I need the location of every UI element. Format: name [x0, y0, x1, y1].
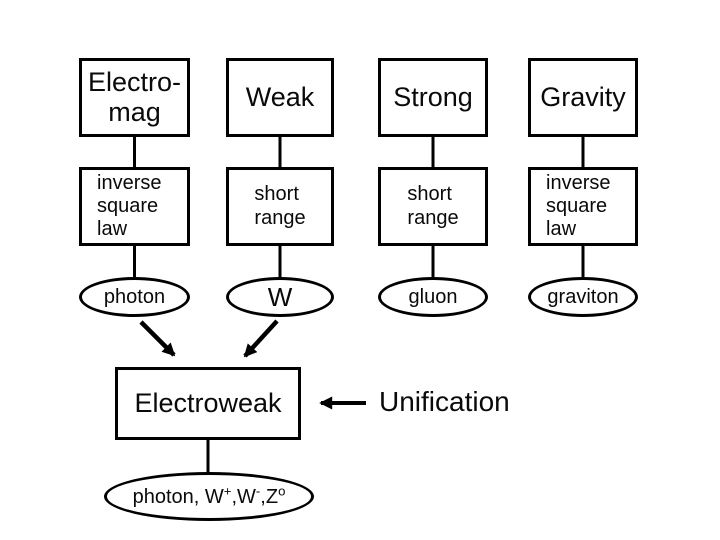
electroweak-carriers-label: photon, W+,W-,Zo	[132, 484, 286, 508]
w-to-electroweak-arrow-icon	[243, 319, 279, 358]
force-box-gravity: Gravity	[528, 58, 638, 137]
label-line: Weak	[245, 81, 315, 112]
force-box-strong: Strong	[378, 58, 488, 137]
label-line: law	[97, 218, 128, 241]
force-box-gravity-label: Gravity	[540, 81, 626, 113]
property-box-electromag: inverse square law	[79, 167, 190, 246]
label-line: square	[97, 194, 159, 217]
label-line: Gravity	[540, 81, 626, 112]
property-box-gravity-label: inverse square law	[546, 172, 610, 242]
property-box-strong-label: short range	[407, 183, 458, 229]
force-box-weak-label: Weak	[245, 81, 315, 113]
carrier-ellipse-graviton: graviton	[528, 277, 638, 317]
label-line: Strong	[393, 81, 473, 112]
force-box-electromag-label: Electro- mag	[87, 66, 182, 127]
carrier-label: gluon	[408, 286, 458, 308]
carrier-label: photon	[103, 286, 166, 308]
label-line: short	[407, 183, 452, 206]
carrier-ellipse-gluon: gluon	[378, 277, 488, 317]
carrier-label: W	[267, 282, 293, 312]
carriers-superscript: -	[255, 482, 261, 498]
force-box-weak: Weak	[226, 58, 334, 137]
label-line: inverse	[546, 171, 611, 194]
label-line: short	[254, 183, 299, 206]
carrier-ellipse-w: W	[226, 277, 334, 317]
property-box-electromag-label: inverse square law	[97, 172, 161, 242]
label-line: range	[254, 206, 306, 229]
label-line: range	[407, 206, 459, 229]
property-box-strong: short range	[378, 167, 488, 246]
force-box-electromag: Electro- mag	[79, 58, 190, 137]
carrier-ellipse-photon: photon	[79, 277, 190, 317]
electroweak-label: Electroweak	[134, 388, 282, 418]
carriers-part: photon, W	[132, 485, 224, 508]
photon-to-electroweak-arrow-icon	[139, 320, 176, 357]
carriers-superscript: +	[223, 482, 232, 498]
label-line: Electro-	[87, 66, 182, 97]
carriers-part: ,W	[231, 485, 256, 508]
force-box-strong-label: Strong	[393, 81, 473, 113]
electroweak-box: Electroweak	[115, 367, 301, 440]
electroweak-carriers-ellipse: photon, W+,W-,Zo	[104, 472, 314, 521]
carrier-label: graviton	[547, 286, 619, 308]
unification-label: Unification	[379, 386, 510, 417]
label-line: mag	[108, 96, 161, 127]
property-box-gravity: inverse square law	[528, 167, 638, 246]
label-line: inverse	[97, 171, 162, 194]
property-box-weak-label: short range	[254, 183, 305, 229]
property-box-weak: short range	[226, 167, 334, 246]
carriers-superscript: o	[278, 482, 286, 498]
label-line: square	[546, 194, 608, 217]
label-line: law	[546, 218, 577, 241]
carriers-part: ,Z	[260, 485, 279, 508]
